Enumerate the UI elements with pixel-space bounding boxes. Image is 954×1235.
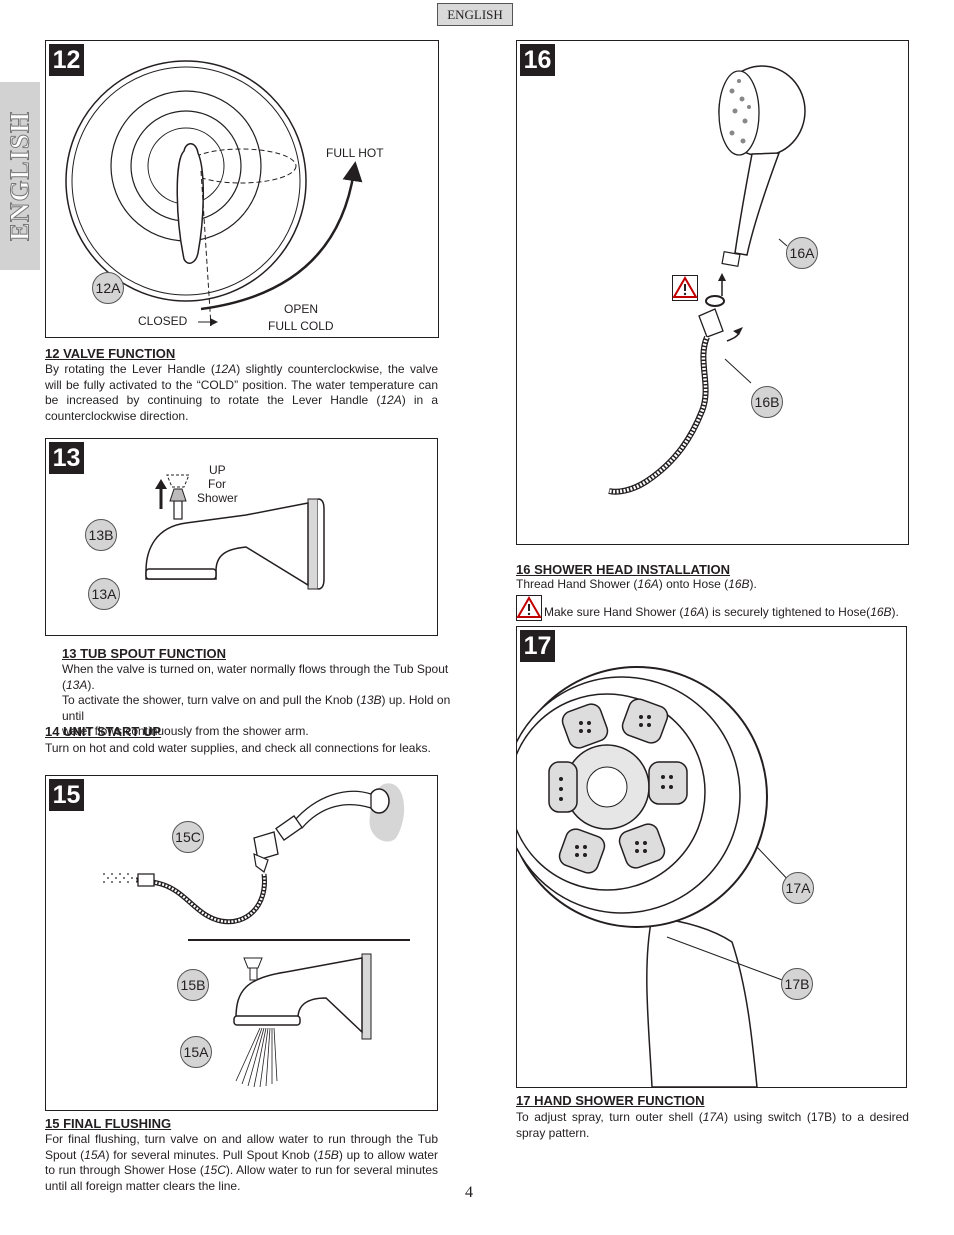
figure-12-number: 12 bbox=[49, 44, 84, 76]
hand-shower-illustration bbox=[517, 666, 793, 1088]
side-language-tab: ENGLISH bbox=[0, 82, 40, 270]
valve-illustration bbox=[65, 60, 363, 327]
callout-17b: 17B bbox=[781, 968, 813, 1000]
figure-17: 17 17A 17B bbox=[516, 626, 907, 1088]
figure-15-number: 15 bbox=[49, 779, 84, 811]
figure-13-number: 13 bbox=[49, 442, 84, 474]
warning-icon bbox=[672, 275, 698, 301]
section-17-heading: 17 HAND SHOWER FUNCTION bbox=[516, 1093, 705, 1108]
figure-17-number: 17 bbox=[520, 630, 555, 662]
callout-15b: 15B bbox=[177, 969, 209, 1001]
callout-15a: 15A bbox=[180, 1036, 212, 1068]
callout-13b: 13B bbox=[85, 519, 117, 551]
callout-15c: 15C bbox=[172, 821, 204, 853]
section-16-warning-text: Make sure Hand Shower (16A) is securely … bbox=[544, 605, 899, 619]
section-13-heading: 13 TUB SPOUT FUNCTION bbox=[62, 646, 226, 661]
label-up: UP bbox=[209, 463, 226, 477]
section-14-text: Turn on hot and cold water supplies, and… bbox=[45, 741, 431, 755]
section-16-heading: 16 SHOWER HEAD INSTALLATION bbox=[516, 562, 731, 577]
section-16-text: Thread Hand Shower (16A) onto Hose (16B)… bbox=[516, 577, 757, 591]
figure-15: 15 15C 15B 15A bbox=[45, 775, 438, 1111]
side-language-label: ENGLISH bbox=[4, 110, 35, 242]
label-full-cold: FULL COLD bbox=[268, 319, 334, 333]
callout-13a: 13A bbox=[88, 578, 120, 610]
figure-12: 12 12A FULL HOT CLOSED OPEN FULL COLD bbox=[45, 40, 439, 338]
callout-16b: 16B bbox=[751, 386, 783, 418]
section-14-heading: 14 UNIT START UP bbox=[45, 724, 162, 739]
section-15-heading: 15 FINAL FLUSHING bbox=[45, 1116, 172, 1131]
section-13-text: When the valve is turned on, water norma… bbox=[62, 662, 451, 738]
section-12-heading: 12 VALVE FUNCTION bbox=[45, 346, 176, 361]
language-tab: ENGLISH bbox=[437, 3, 513, 26]
callout-12a: 12A bbox=[92, 272, 124, 304]
label-open: OPEN bbox=[284, 302, 319, 316]
tub-spout-illustration bbox=[145, 474, 325, 590]
label-full-hot: FULL HOT bbox=[326, 146, 384, 160]
section-17-text: To adjust spray, turn outer shell (17A) … bbox=[516, 1110, 909, 1140]
label-closed: CLOSED bbox=[138, 314, 188, 328]
figure-16: 16 16A 16B bbox=[516, 40, 909, 545]
figure-13: 13 13B 13A UP For Shower bbox=[45, 438, 438, 636]
section-15-text: For final flushing, turn valve on and al… bbox=[45, 1132, 438, 1193]
figure-16-number: 16 bbox=[520, 44, 555, 76]
label-for: For bbox=[208, 477, 226, 491]
callout-16a: 16A bbox=[786, 237, 818, 269]
section-12-text: By rotating the Lever Handle (12A) sligh… bbox=[45, 362, 439, 423]
page-number: 4 bbox=[465, 1184, 473, 1201]
label-shower: Shower bbox=[197, 491, 238, 505]
callout-17a: 17A bbox=[782, 872, 814, 904]
shower-head-installation-illustration bbox=[608, 65, 806, 495]
flushing-illustration bbox=[103, 783, 410, 1088]
warning-icon bbox=[516, 595, 542, 621]
